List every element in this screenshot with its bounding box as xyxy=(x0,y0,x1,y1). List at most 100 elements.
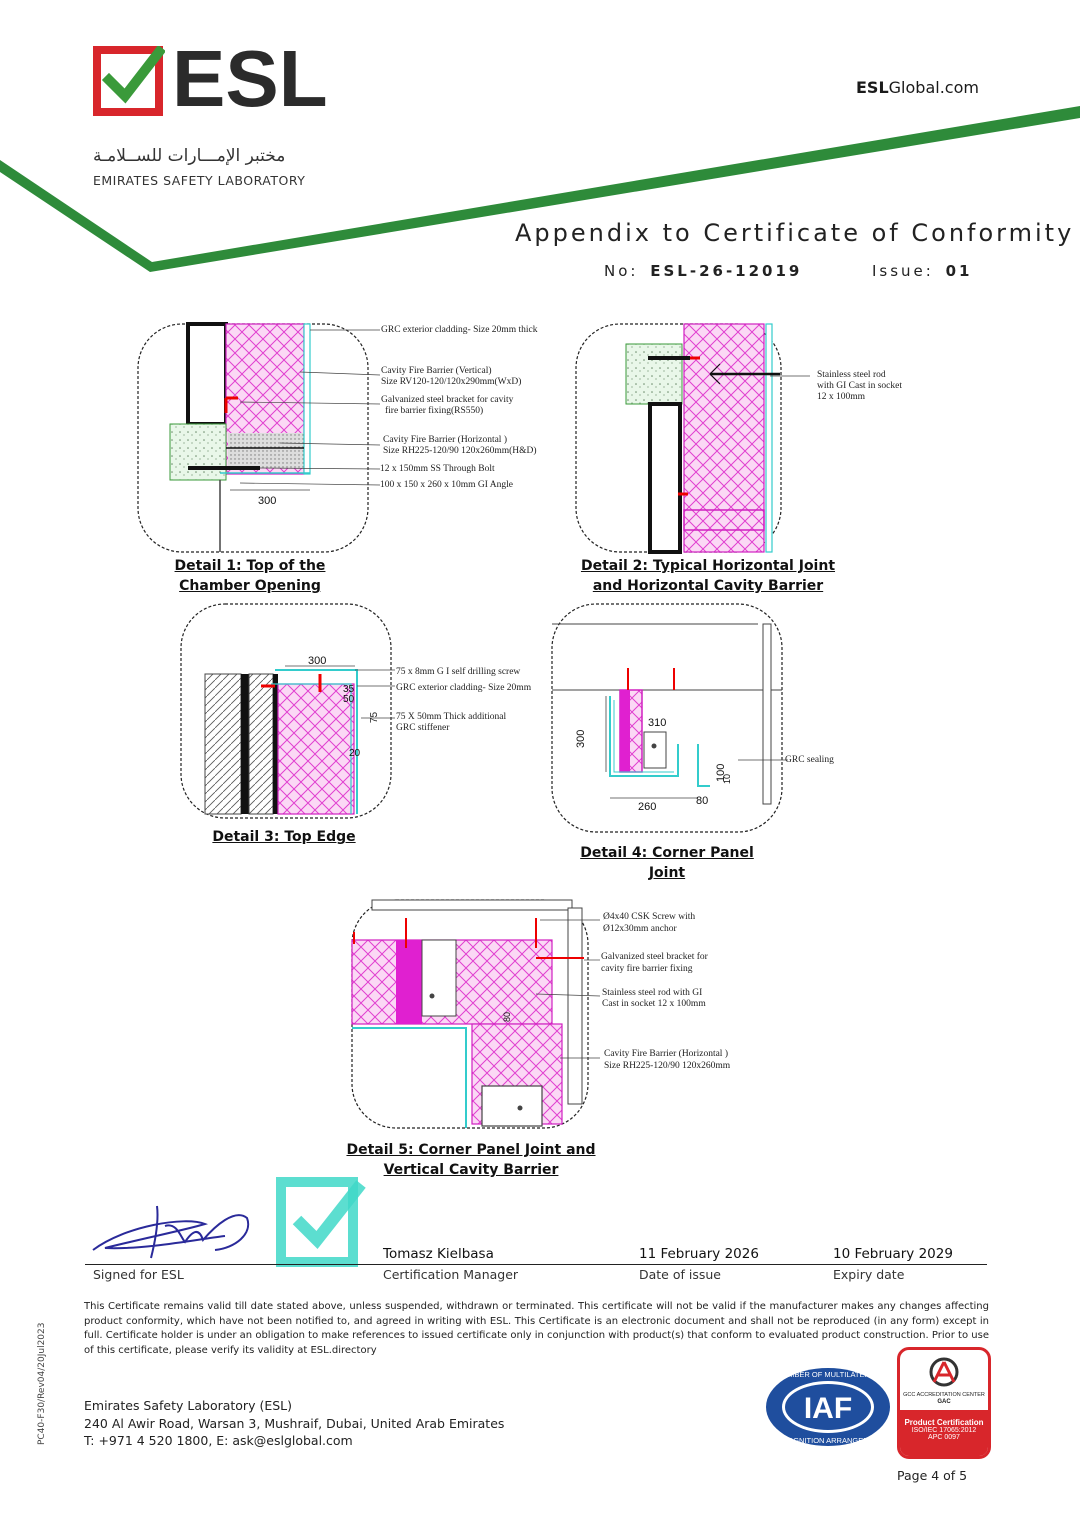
signature-image xyxy=(92,1205,250,1259)
detail-3-caption: Detail 3: Top Edge xyxy=(212,829,356,845)
detail-5-note-2: Ø12x30mm anchor xyxy=(603,924,677,934)
date-of-issue-value: 11 February 2026 xyxy=(639,1246,759,1262)
detail-1-note-2: Cavity Fire Barrier (Vertical) xyxy=(381,366,492,376)
detail-5-note-7: Cavity Fire Barrier (Horizontal ) xyxy=(604,1049,728,1059)
signature-block: Signed for ESL Tomasz Kielbasa Certifica… xyxy=(85,1176,990,1286)
detail-5-note-5: Stainless steel rod with GI xyxy=(602,988,703,998)
no-label: No: xyxy=(604,262,639,280)
detail-2-note-3: 12 x 100mm xyxy=(817,392,866,402)
detail-3-dim-35: 35 xyxy=(343,684,355,695)
detail-5-caption-line-1: Detail 5: Corner Panel Joint and xyxy=(346,1142,596,1158)
detail-1-note-8: 12 x 150mm SS Through Bolt xyxy=(380,464,495,474)
detail-1-note-3: Size RV120-120/120x290mm(WxD) xyxy=(381,377,522,387)
page-number: Page 4 of 5 xyxy=(897,1468,968,1483)
address-line-3: T: +971 4 520 1800, E: ask@eslglobal.com xyxy=(84,1433,353,1448)
detail-3-dim-50: 50 xyxy=(343,694,355,705)
detail-5-dim-80: 80 xyxy=(502,1012,512,1022)
iaf-badge: IAF MEMBER OF MULTILATERAL RECOGNITION A… xyxy=(764,1366,892,1448)
certificate-number: No: ESL-26-12019 xyxy=(604,262,802,280)
detail-5-note-3: Galvanized steel bracket for xyxy=(601,952,708,962)
detail-1-caption-line-1: Detail 1: Top of the xyxy=(174,558,326,574)
detail-5-note-1: Ø4x40 CSK Screw with xyxy=(603,912,696,922)
detail-4-note-1: GRC sealing xyxy=(785,755,834,765)
detail-2-caption-line-2: and Horizontal Cavity Barrier xyxy=(592,578,824,594)
expiry-date-label: Expiry date xyxy=(833,1267,905,1282)
logo-wordmark: ESL xyxy=(172,34,328,123)
detail-3-note-4: GRC stiffener xyxy=(396,723,450,733)
detail-2-caption: Detail 2: Typical Horizontal Joint and H… xyxy=(570,556,846,596)
detail-4-dim-260: 260 xyxy=(638,801,656,813)
gac-cert-3: APC 0097 xyxy=(928,1434,960,1441)
detail-4-dim-80: 80 xyxy=(696,795,708,807)
signatory-role: Certification Manager xyxy=(383,1267,519,1282)
detail-3-note-1: 75 x 8mm G I self drilling screw xyxy=(396,667,521,677)
issue-value: 01 xyxy=(945,262,973,280)
detail-1-caption: Detail 1: Top of the Chamber Opening xyxy=(150,556,350,596)
detail-1-dim-300: 300 xyxy=(258,495,276,507)
document-title: Appendix to Certificate of Conformity xyxy=(515,219,1075,247)
detail-2-caption-line-1: Detail 2: Typical Horizontal Joint xyxy=(580,558,836,574)
detail-3-dim-20: 20 xyxy=(349,748,361,759)
detail-4-dim-310: 310 xyxy=(648,717,666,729)
esl-logo-icon xyxy=(93,46,165,116)
detail-4-caption: Detail 4: Corner Panel Joint xyxy=(580,845,754,881)
iaf-text: IAF xyxy=(804,1392,852,1425)
esl-stamp-icon xyxy=(276,1177,366,1267)
signed-for-label: Signed for ESL xyxy=(93,1267,184,1282)
iaf-logo-icon: IAF MEMBER OF MULTILATERAL RECOGNITION A… xyxy=(766,1368,890,1446)
detail-4-dim-300: 300 xyxy=(575,730,587,748)
detail-2-note-1: Stainless steel rod xyxy=(817,370,886,380)
signatory-name: Tomasz Kielbasa xyxy=(383,1246,494,1262)
gac-line-1: GCC ACCREDITATION CENTER xyxy=(903,1392,985,1398)
date-of-issue-label: Date of issue xyxy=(639,1267,721,1282)
address-line-1: Emirates Safety Laboratory (ESL) xyxy=(84,1398,292,1413)
detail-4-dim-100: 100 xyxy=(715,764,727,782)
detail-5-caption-line-2: Vertical Cavity Barrier xyxy=(383,1162,559,1178)
gac-line-2: GAC xyxy=(937,1399,951,1405)
website-rest: Global.com xyxy=(888,78,979,97)
detail-1-note-9: 100 x 150 x 260 x 10mm GI Angle xyxy=(380,480,513,490)
footer-address: Emirates Safety Laboratory (ESL) 240 Al … xyxy=(84,1397,504,1450)
gac-badge: GCC ACCREDITATION CENTER GAC Product Cer… xyxy=(897,1347,991,1459)
detail-1-note-1: GRC exterior cladding- Size 20mm thick xyxy=(381,325,538,335)
detail-3-dim-300: 300 xyxy=(308,655,326,667)
iaf-ring-top: MEMBER OF MULTILATERAL xyxy=(777,1370,879,1379)
gac-logo-icon xyxy=(929,1357,959,1387)
detail-3-drawing: 300 35 50 20 xyxy=(180,603,395,819)
detail-1: 300 GRC exterior cladding- Size 20mm thi… xyxy=(130,318,570,598)
detail-1-caption-line-2: Chamber Opening xyxy=(179,578,321,594)
form-code: PC40-F30/Rev04/20Jul2023 xyxy=(37,1322,47,1445)
detail-5: 80 Ø4x40 CSK Screw with Ø12x30mm anchor … xyxy=(340,898,760,1180)
gac-cert-2: ISO/IEC 17065:2012 xyxy=(911,1427,977,1434)
detail-1-note-4: Galvanized steel bracket for cavity xyxy=(381,395,514,405)
gac-cert-1: Product Certification xyxy=(904,1418,984,1427)
header: ESL مختبر الإمـــارات للســلامـة EMIRATE… xyxy=(0,0,1080,290)
issue-label: Issue: xyxy=(872,262,934,280)
gac-cert-panel: Product Certification ISO/IEC 17065:2012… xyxy=(900,1410,988,1456)
detail-1-note-5: fire barrier fixing(RS550) xyxy=(385,406,484,416)
detail-2: Stainless steel rod with GI Cast in sock… xyxy=(570,318,990,598)
detail-4: 300 310 100 10 260 80 GRC sealing Detail… xyxy=(548,600,868,881)
detail-4-dim-10: 10 xyxy=(722,774,732,784)
signature-rule xyxy=(85,1264,987,1265)
disclaimer-text: This Certificate remains valid till date… xyxy=(84,1301,989,1356)
detail-5-note-8: Size RH225-120/90 120x260mm xyxy=(604,1061,731,1071)
logo-arabic: مختبر الإمـــارات للســلامـة xyxy=(93,146,286,166)
detail-3-note-2: GRC exterior cladding- Size 20mm xyxy=(396,683,532,693)
issue-number: Issue: 01 xyxy=(872,262,973,280)
detail-1-drawing: 300 xyxy=(137,322,381,553)
expiry-date-value: 10 February 2029 xyxy=(833,1246,953,1262)
detail-2-note-2: with GI Cast in socket xyxy=(817,381,902,391)
detail-5-drawing: 80 xyxy=(351,899,600,1129)
detail-3: 300 35 50 20 75 75 x 8mm G I self drilli… xyxy=(175,600,575,850)
detail-5-caption: Detail 5: Corner Panel Joint and Vertica… xyxy=(340,1140,602,1180)
no-value: ESL-26-12019 xyxy=(650,262,803,280)
detail-3-note-3: 75 X 50mm Thick additional xyxy=(396,712,507,722)
detail-1-note-6: Cavity Fire Barrier (Horizontal ) xyxy=(383,435,507,445)
website-link[interactable]: ESLGlobal.com xyxy=(856,78,979,97)
detail-3-dim-75: 75 xyxy=(369,711,381,724)
website-bold: ESL xyxy=(856,78,889,97)
detail-5-note-6: Cast in socket 12 x 100mm xyxy=(602,999,706,1009)
detail-2-drawing xyxy=(575,323,810,554)
logo-english: EMIRATES SAFETY LABORATORY xyxy=(93,173,306,188)
